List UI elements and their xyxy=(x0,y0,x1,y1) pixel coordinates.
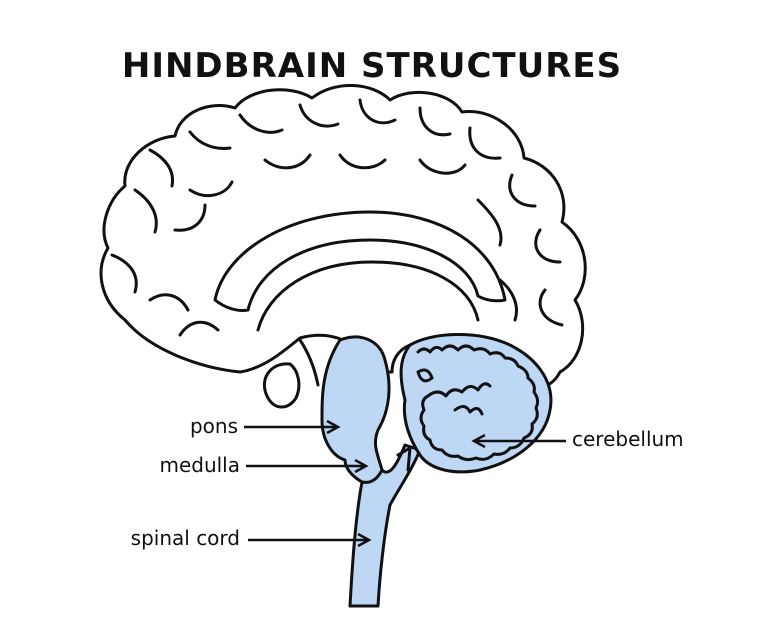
gyrus-fold xyxy=(508,173,537,208)
brainstem-detail xyxy=(396,446,412,472)
cerebellum-arbor xyxy=(416,368,434,383)
gyrus-fold xyxy=(178,320,220,337)
gyrus-fold xyxy=(468,126,502,160)
corpus-callosum xyxy=(213,210,507,312)
diagram-title: HINDBRAIN STRUCTURES xyxy=(122,46,622,86)
gyrus-fold xyxy=(298,103,340,128)
medulla-arrowhead xyxy=(354,458,369,474)
gyrus-fold xyxy=(358,98,397,125)
cerebellum-arbor xyxy=(453,405,484,416)
gyrus-fold xyxy=(418,158,467,175)
gyrus-fold xyxy=(298,338,320,387)
fornix-curve xyxy=(256,260,480,332)
spinal-cord-arrowhead xyxy=(357,532,372,548)
spinal-cord xyxy=(348,443,422,608)
label-pons: pons xyxy=(190,414,238,438)
gyrus-fold xyxy=(133,188,158,234)
pons-arrowhead xyxy=(326,419,341,435)
hypothalamus-region xyxy=(262,362,301,409)
gyrus-fold xyxy=(498,278,518,322)
cerebellum-arrowhead xyxy=(471,433,486,449)
gyrus-fold xyxy=(534,228,562,264)
gyrus-fold xyxy=(188,130,232,150)
gyrus-fold xyxy=(148,148,175,188)
gyrus-fold xyxy=(173,203,207,232)
cerebellum xyxy=(399,333,553,474)
label-cerebellum: cerebellum xyxy=(572,427,684,451)
gyrus-fold xyxy=(148,293,190,312)
gyrus-fold xyxy=(418,106,452,137)
gyrus-fold xyxy=(263,153,312,170)
label-spinal-cord: spinal cord xyxy=(131,526,240,550)
gyrus-fold xyxy=(238,113,284,134)
gyrus-fold xyxy=(110,253,138,294)
cerebellum-arbor xyxy=(426,382,492,398)
cerebellum-folia xyxy=(416,344,540,462)
gyrus-fold xyxy=(538,288,564,327)
gyrus-fold xyxy=(476,198,503,247)
gyrus-fold xyxy=(338,153,387,170)
gyrus-fold xyxy=(188,180,234,198)
label-medulla: medulla xyxy=(159,453,240,477)
